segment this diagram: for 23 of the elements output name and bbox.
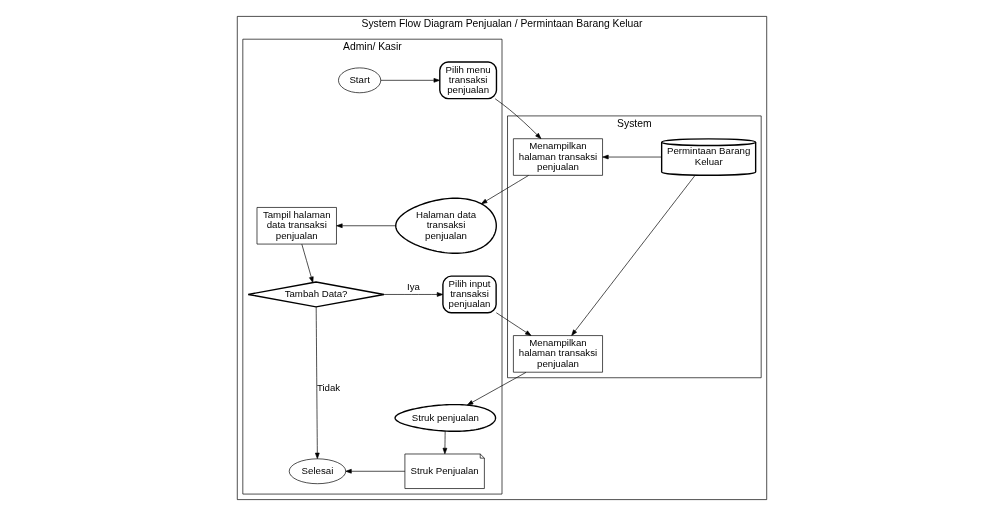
node-box: Menampilkan halaman transaksi penjualan [513, 138, 603, 176]
node-box: Pilih input transaksi penjualan [442, 275, 497, 314]
node-diamond: Tambah Data? [247, 281, 385, 308]
arrow [383, 292, 444, 297]
arrow [467, 372, 527, 406]
node-box: Tampil halaman data transaksi penjualan [256, 207, 337, 245]
edge-label: Iya [407, 280, 420, 292]
arrow [481, 175, 529, 205]
arrow [495, 312, 532, 336]
arrow [571, 175, 696, 336]
node-ellipse: Selesai [288, 458, 347, 485]
arrow [345, 469, 406, 474]
arrow [301, 243, 314, 283]
arrow [602, 154, 662, 160]
arrow [315, 306, 320, 459]
arrow [336, 223, 396, 229]
node-ellipse: Start [338, 67, 382, 94]
node-box: Menampilkan halaman transaksi penjualan [513, 335, 603, 373]
arrow [380, 78, 440, 83]
arrow [494, 98, 542, 139]
edge-label: Tidak [316, 382, 341, 394]
node-box: Pilih menu transaksi penjualan [439, 61, 498, 100]
arrow [442, 430, 448, 455]
